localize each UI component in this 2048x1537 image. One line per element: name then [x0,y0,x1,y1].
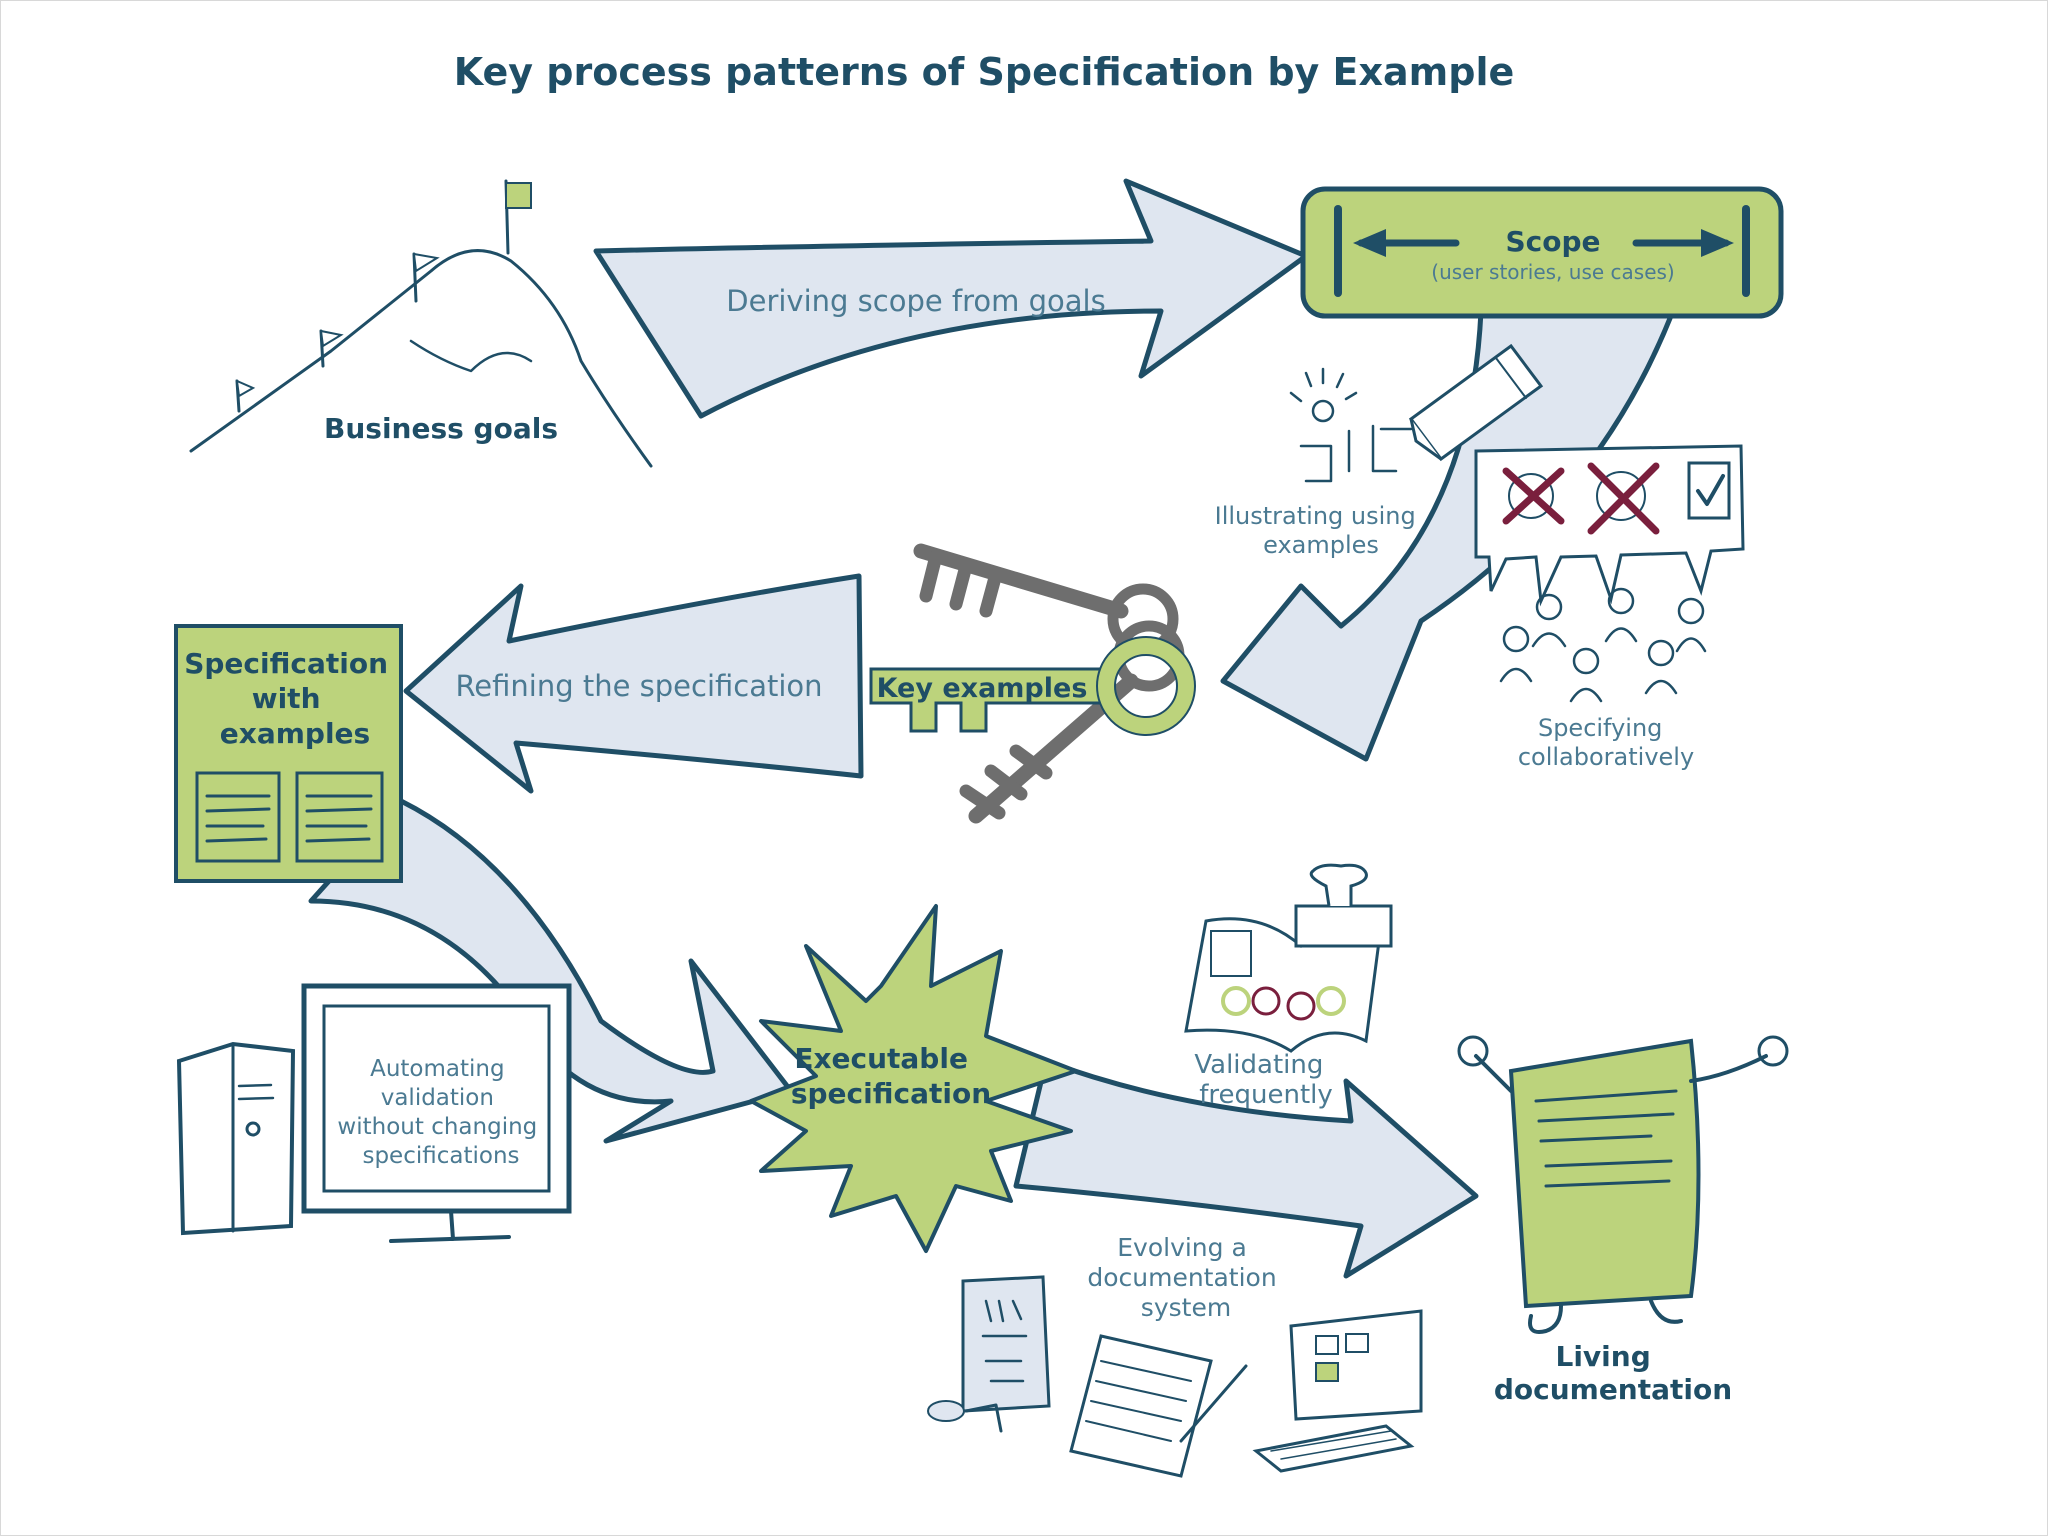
step-automating: Automating validation without changing s… [337,1056,544,1169]
step-specifying-collaboratively: Specifying collaboratively [1518,714,1694,771]
arrow-refining [403,573,864,794]
diagram-title: Key process patterns of Specification by… [454,50,1515,94]
handwritten-paper-icon [1069,1334,1248,1478]
arrow-automating [308,798,794,1144]
stone-tablet-icon [927,1275,1051,1433]
keys-icon [869,543,1196,824]
executable-spec-starburst [749,904,1078,1253]
node-executable-spec: Executable specification [791,1042,991,1110]
step-deriving-scope: Deriving scope from goals [726,284,1105,318]
step-illustrating: Illustrating using examples [1215,502,1424,559]
step-evolving-doc-system: Evolving a documentation system [1087,1233,1284,1322]
spec-with-examples-box [174,624,403,883]
thinking-person-icon [1289,367,1413,483]
node-key-examples: Key examples [877,673,1088,704]
desktop-computer-icon [176,983,572,1243]
arrow-illustrating [1220,300,1679,762]
pencil-icon [1408,343,1544,462]
arrow-evolving [1013,1058,1479,1279]
node-living-documentation: Living documentation [1494,1340,1732,1406]
step-validating-frequently: Validating frequently [1194,1050,1332,1110]
happy-document-icon [1457,1035,1789,1334]
stamp-and-book-icon [1184,863,1393,1053]
people-group-icon [1499,587,1707,703]
node-spec-with-examples: Specification with examples [184,647,398,750]
computer-terminal-icon [1252,1309,1423,1473]
node-scope: Scope [1505,225,1600,258]
scope-box [1300,186,1784,319]
node-scope-subtitle: (user stories, use cases) [1431,260,1674,284]
step-refining: Refining the specification [455,669,822,703]
node-business-goals: Business goals [324,412,558,445]
mountain-with-flags-icon [189,179,653,468]
arrow-deriving-scope [593,178,1309,419]
options-speech-bubble-icon [1474,444,1745,607]
